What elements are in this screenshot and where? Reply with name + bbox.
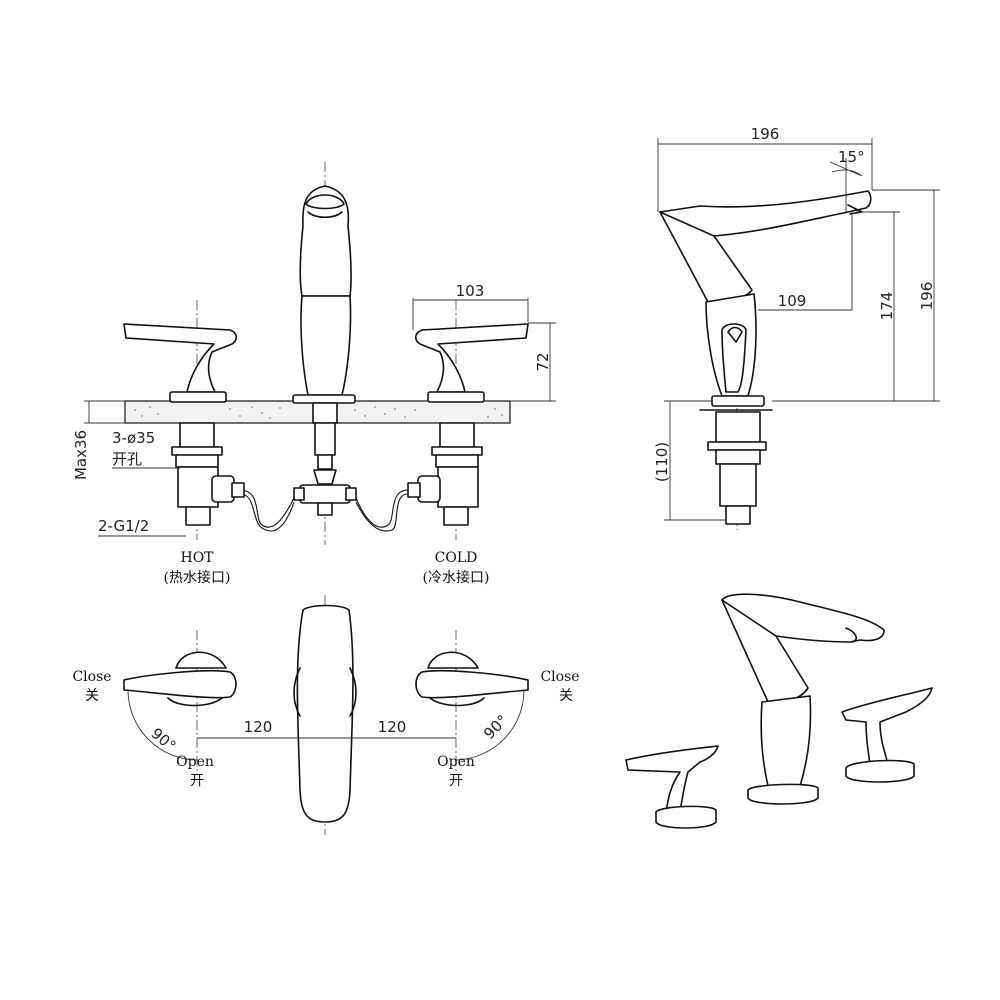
dim-label-174: 174 — [878, 292, 896, 321]
top-cold-handle — [415, 669, 529, 699]
dim-label-109: 109 — [778, 292, 807, 310]
dim-label-15deg: 15° — [838, 148, 865, 166]
rotation-label-right: 90° — [480, 711, 512, 743]
side-elevation-view: 196 15° 109 174 196 (110) — [653, 125, 940, 530]
close-cn-label-left: 关 — [85, 688, 99, 704]
rotation-label-left: 90° — [147, 724, 179, 755]
open-label-right: Open — [437, 754, 475, 770]
top-view: 90° 90° 120 120 Close 关 Close 关 Open 开 O… — [72, 595, 580, 835]
rotation-arc-right — [455, 689, 525, 761]
rotation-arc-left — [127, 689, 198, 761]
dimension-max36: Max36 — [72, 400, 125, 480]
dim-label-120-right: 120 — [378, 718, 407, 736]
holes-cn-label: 开孔 — [112, 450, 142, 468]
callout-thread: 2-G1/2 — [98, 517, 186, 537]
open-cn-label-left: 开 — [190, 773, 204, 789]
cold-handle-valve — [407, 323, 529, 526]
dim-label-196-top: 196 — [751, 125, 780, 143]
top-cold-base — [427, 651, 479, 669]
dim-label-120-left: 120 — [244, 718, 273, 736]
hot-cn-label: (热水接口) — [164, 569, 231, 586]
close-label-left: Close — [72, 669, 111, 685]
hot-hose — [239, 489, 295, 528]
front-elevation-view: 103 72 Max36 3-ø35 开孔 2-G1/2 HOT (热水接口) — [72, 162, 556, 586]
open-label-left: Open — [176, 754, 214, 770]
dim-label-max36: Max36 — [72, 430, 90, 480]
close-label-right: Close — [540, 669, 579, 685]
cold-hose — [355, 489, 409, 528]
hot-handle-valve — [123, 323, 245, 526]
holes-label: 3-ø35 — [112, 429, 155, 447]
thread-label: 2-G1/2 — [98, 517, 149, 535]
isometric-view — [625, 593, 933, 829]
center-spout — [292, 185, 357, 516]
close-cn-label-right: 关 — [559, 688, 573, 704]
side-spout — [659, 190, 872, 303]
callout-holes: 3-ø35 开孔 — [112, 429, 180, 469]
cold-label: COLD — [435, 550, 478, 566]
top-spout — [296, 604, 354, 823]
top-hot-handle — [123, 669, 237, 699]
iso-spout — [721, 593, 885, 704]
top-hot-base — [175, 651, 227, 669]
open-cn-label-right: 开 — [449, 773, 463, 789]
cold-cn-label: (冷水接口) — [423, 569, 490, 586]
dim-label-196-right: 196 — [918, 282, 936, 311]
side-body — [705, 293, 757, 397]
hot-label: HOT — [180, 550, 214, 566]
dim-label-103: 103 — [456, 282, 485, 300]
dimension-103: 103 — [412, 282, 529, 330]
iso-cold-handle — [841, 687, 933, 765]
dim-label-72: 72 — [534, 352, 552, 371]
iso-hot-handle — [625, 745, 719, 813]
dim-label-110: (110) — [653, 442, 671, 482]
iso-body — [760, 695, 812, 787]
dimension-72: 72 — [510, 322, 556, 402]
